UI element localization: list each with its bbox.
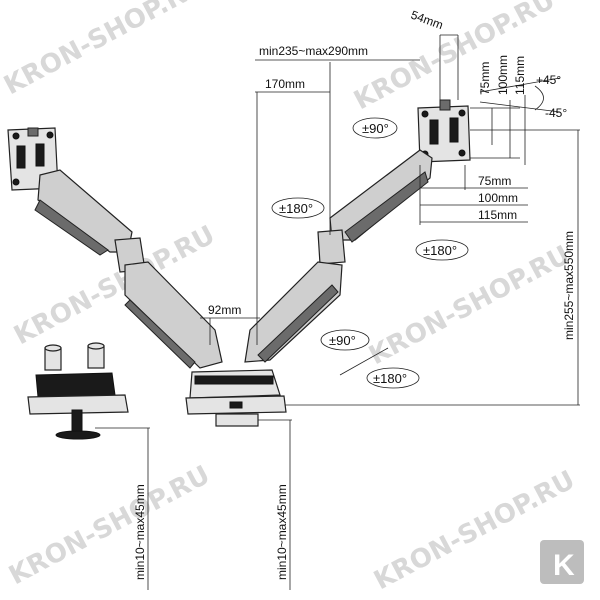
label-clamp-range-right: min10~max45mm bbox=[275, 484, 289, 580]
rotation-arc-icon bbox=[366, 367, 420, 389]
label-pivot-180-base: ±180° bbox=[373, 371, 407, 386]
label-clamp-range-left: min10~max45mm bbox=[133, 484, 147, 580]
label-height-range: min255~max550mm bbox=[562, 231, 576, 340]
left-upper-arm bbox=[34, 169, 146, 273]
label-pivot-90-top: ±90° bbox=[362, 121, 389, 136]
label-92mm: 92mm bbox=[208, 303, 241, 317]
label-100mm-horizontal: 100mm bbox=[478, 191, 518, 205]
label-115mm-horizontal: 115mm bbox=[478, 208, 517, 222]
label-170mm: 170mm bbox=[265, 77, 305, 91]
dimension-labels: 54mm min235~max290mm 170mm 75mm 100mm 11… bbox=[133, 8, 576, 580]
watermark-text: KRON-SHOP.RU bbox=[0, 0, 210, 101]
dimension-lines bbox=[95, 34, 580, 590]
label-54mm: 54mm bbox=[409, 8, 445, 33]
label-75mm-vertical: 75mm bbox=[478, 62, 492, 95]
rotation-arc-icon bbox=[352, 117, 398, 139]
logo-badge: K bbox=[540, 540, 584, 584]
right-lower-arm bbox=[244, 261, 343, 363]
label-tilt-down: -45° bbox=[545, 106, 567, 120]
logo-letter: K bbox=[553, 549, 575, 582]
watermark-text: KRON-SHOP.RU bbox=[4, 460, 215, 591]
rotation-arc-icon bbox=[320, 329, 370, 351]
label-115mm-vertical: 115mm bbox=[513, 56, 527, 95]
rotation-arc-icon bbox=[271, 197, 325, 219]
right-upper-arm bbox=[317, 149, 433, 265]
label-pivot-180-right: ±180° bbox=[423, 243, 457, 258]
label-100mm-vertical: 100mm bbox=[496, 55, 510, 95]
watermark-text: KRON-SHOP.RU bbox=[349, 0, 560, 116]
watermark-text: KRON-SHOP.RU bbox=[364, 240, 575, 371]
label-tilt-up: +45° bbox=[536, 73, 561, 87]
center-base bbox=[185, 369, 287, 427]
left-lower-arm bbox=[124, 261, 223, 369]
label-235-290: min235~max290mm bbox=[259, 44, 368, 58]
right-vesa-plate bbox=[417, 99, 471, 163]
tilt-arc-icon bbox=[534, 85, 544, 111]
rotation-arc-icon bbox=[415, 239, 469, 261]
clamp-assembly bbox=[27, 342, 129, 440]
label-pivot-90-base: ±90° bbox=[329, 333, 356, 348]
label-75mm-horizontal: 75mm bbox=[478, 174, 511, 188]
rotation-indicators: ±90° ±180° ±180° ±90° ±180° bbox=[271, 85, 544, 389]
label-pivot-180-left: ±180° bbox=[279, 201, 313, 216]
